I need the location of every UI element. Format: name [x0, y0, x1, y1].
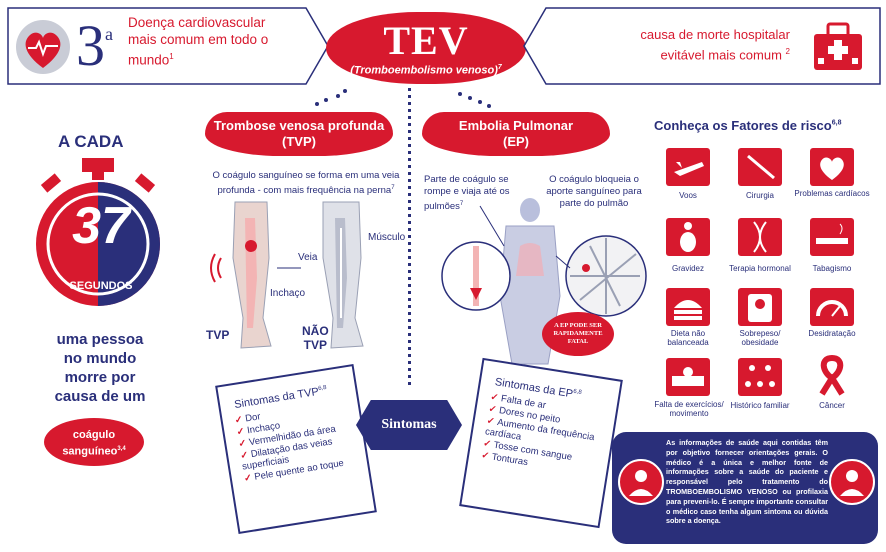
tvp-symptoms-clipboard: Sintomas da TVP6,8 Dor Inchaço Vermelhid… [215, 363, 377, 535]
stopwatch-seconds: SEGUNDOS [69, 280, 133, 292]
top-right-banner [523, 7, 881, 85]
label-musculo: Músculo [368, 232, 406, 243]
risk-label: Desidratação [808, 329, 856, 338]
tev-badge: TEV (Tromboembolismo venoso)7 [326, 12, 526, 84]
hospital-icon [814, 22, 862, 70]
risk-label: Histórico familiar [730, 401, 790, 410]
risk-label: Câncer [819, 401, 845, 410]
tev-subtitle: (Tromboembolismo venoso)7 [350, 64, 502, 77]
ep-symptoms-clipboard: Sintomas da EP6,8 Falta de ar Dores no p… [459, 357, 623, 529]
ep-description-1: Parte de coágulo se rompe e viaja até os… [424, 174, 510, 213]
tvp-description: O coágulo sanguíneo se forma em uma veia… [212, 170, 400, 197]
tev-title: TEV [383, 18, 469, 63]
stopwatch-icon [36, 158, 160, 306]
risk-label: Dieta não balanceada [667, 329, 709, 347]
plane-icon [666, 148, 710, 186]
info-text: As informações de saúde aqui contidas tê… [666, 438, 828, 526]
tvp-header: Trombose venosa profunda(TVP) [205, 112, 393, 156]
stopwatch-number: 37 [72, 197, 130, 255]
label-tvp: TVP [206, 328, 230, 342]
risk-label: Cirurgia [745, 191, 774, 200]
label-veia: Veia [298, 252, 318, 263]
scalpel-icon [738, 148, 782, 186]
top-left-banner [7, 7, 329, 85]
hospital-text: causa de morte hospitalar evitável mais … [640, 27, 790, 63]
pregnancy-icon [666, 218, 710, 256]
risk-label: Sobrepeso/ obesidade [739, 329, 781, 347]
risk-title: Conheça os Fatores de risco6,8 [654, 118, 842, 133]
risk-label: Falta de exercícios/ movimento [654, 400, 724, 418]
risk-label: Problemas cardíacos [794, 189, 870, 198]
risk-label: Gravidez [671, 264, 704, 273]
family-tree-icon [738, 358, 782, 396]
leg-illustration [210, 201, 364, 349]
rank-number: 3a [76, 13, 113, 78]
heart-globe-icon [16, 20, 70, 74]
ep-description-2: O coágulo bloqueia o aporte sanguíneo pa… [546, 174, 642, 209]
a-cada-label: A CADA [58, 132, 124, 151]
ribbon-icon [810, 354, 854, 396]
sofa-icon [666, 358, 710, 396]
label-inchaco: Inchaço [270, 288, 306, 299]
dna-icon [738, 218, 782, 256]
fatal-badge: A EP PODE SER RAPIDAMENTE FATAL [542, 312, 614, 356]
cigarette-icon [810, 218, 854, 256]
doctor-icon [618, 459, 664, 505]
patient-icon [829, 459, 875, 505]
gauge-icon [810, 288, 854, 326]
ep-header: Embolia Pulmonar(EP) [422, 112, 610, 156]
burger-icon [666, 288, 710, 326]
risk-label: Tabagismo [812, 264, 852, 273]
sintomas-banner: Sintomas [356, 400, 462, 450]
divider-dotted [408, 88, 411, 388]
risk-label: Voos [679, 191, 697, 200]
risk-label: Terapia hormonal [729, 264, 791, 273]
rank-text: Doença cardiovascular mais comum em todo… [128, 15, 269, 68]
heart-icon [810, 148, 854, 186]
scale-icon [738, 288, 782, 326]
